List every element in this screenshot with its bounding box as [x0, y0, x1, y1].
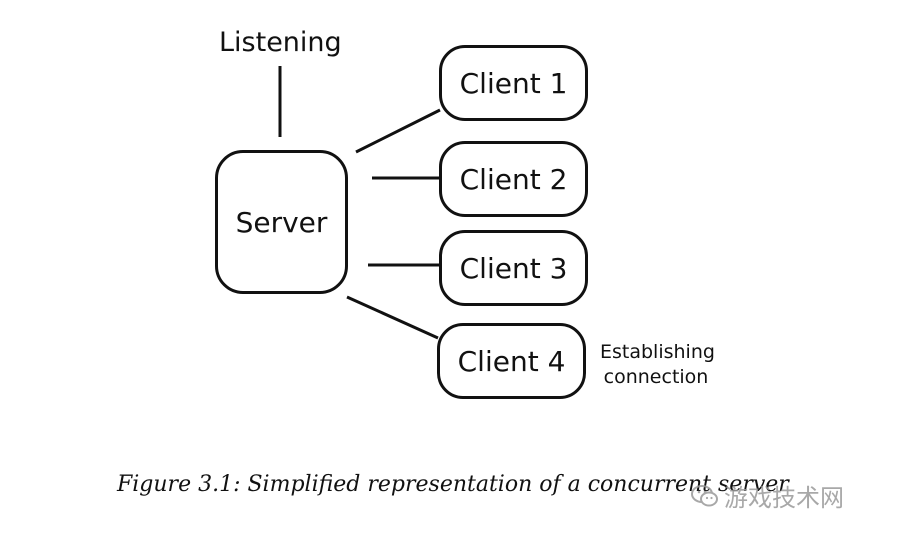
wechat-icon [691, 484, 718, 506]
client-box: Client 2 [439, 141, 588, 217]
listening-label: Listening [219, 27, 342, 58]
client-label: Client 4 [457, 344, 566, 378]
watermark: 游戏技术网 [690, 478, 844, 513]
client-label: Client 1 [459, 66, 568, 100]
figure-caption: Figure 3.1: Simplified representation of… [117, 472, 789, 497]
establishing-connection-label: Establishing connection [600, 341, 715, 388]
server-label: Server [235, 205, 328, 239]
watermark-text: 游戏技术网 [724, 484, 844, 512]
client-label: Client 2 [459, 162, 568, 196]
client-4-connector [346, 295, 439, 340]
client-box: Client 4 [437, 323, 586, 399]
client-1-connector [355, 108, 441, 154]
client-label: Client 3 [459, 251, 568, 285]
server-box: Server [215, 150, 348, 294]
client-box: Client 3 [439, 230, 588, 306]
client-box: Client 1 [439, 45, 588, 121]
